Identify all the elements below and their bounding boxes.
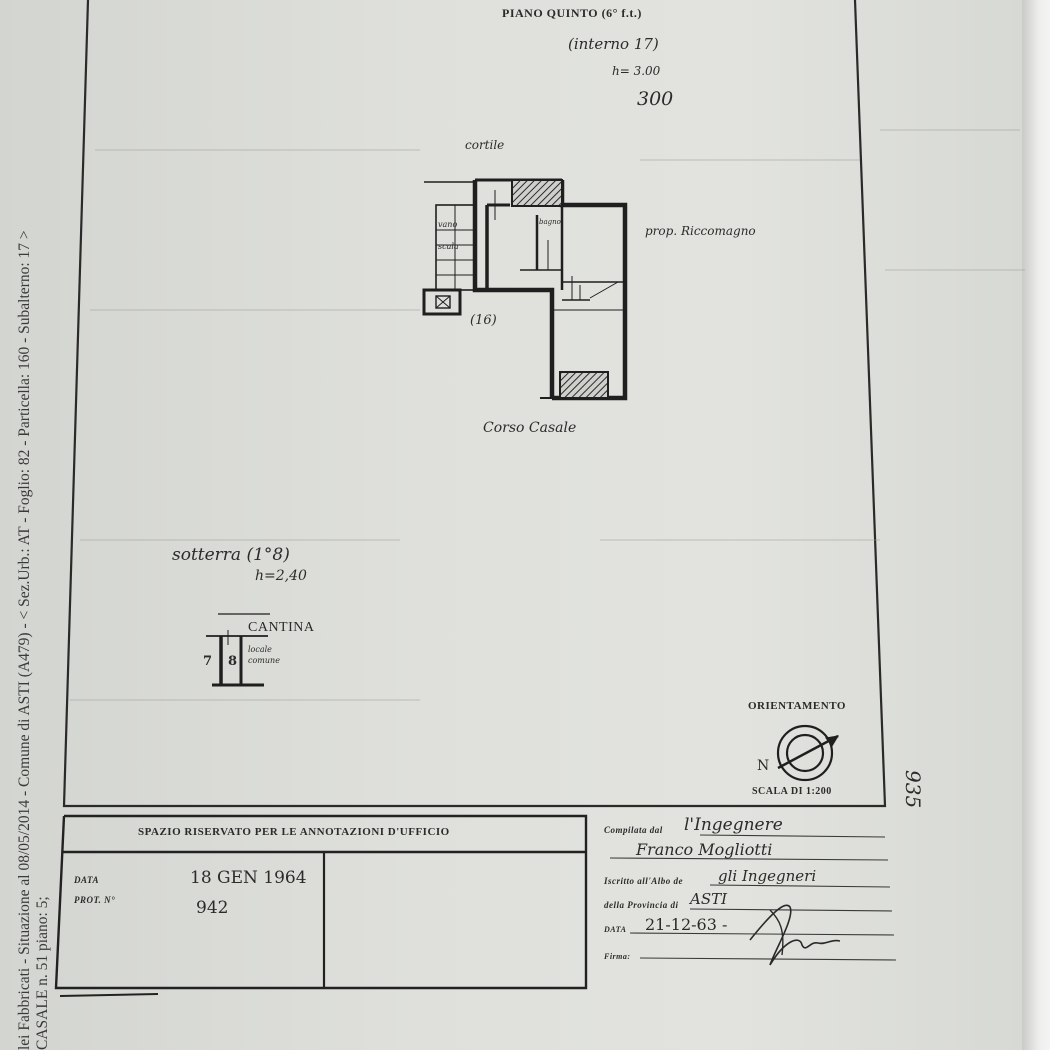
cellar-plan — [206, 613, 270, 687]
basement-height: h=2,40 — [255, 568, 307, 584]
cellar-label: CANTINA — [248, 620, 315, 635]
height-value: 300 — [637, 88, 674, 110]
margin-number: 935 — [901, 770, 925, 809]
office-date-label: DATA — [74, 875, 100, 885]
office-annotation-table — [54, 814, 588, 997]
neighbor-label: prop. Riccomagno — [645, 224, 756, 238]
compiled-value: l'Ingegnere — [684, 815, 783, 835]
hatched-wall-bottom — [559, 371, 609, 399]
bathroom-label: bagno — [539, 218, 561, 226]
compass-icon — [776, 724, 839, 782]
province-label: della Provincia di — [604, 900, 679, 910]
signature — [749, 904, 841, 966]
office-date-value: 18 GEN 1964 — [190, 868, 307, 888]
province-value: ASTI — [690, 890, 728, 908]
compiler-name: Franco Mogliotti — [636, 840, 773, 859]
unit-number: (16) — [470, 313, 497, 328]
office-header: SPAZIO RISERVATO PER LE ANNOTAZIONI D'UF… — [138, 826, 450, 838]
scale-label: SCALA DI 1:200 — [752, 786, 832, 797]
compiler-date-label: DATA — [604, 925, 627, 934]
compiled-label: Compilata dal — [604, 825, 663, 835]
hatched-wall-top — [511, 179, 563, 207]
registered-value: gli Ingegneri — [718, 867, 817, 885]
paper-edge — [1022, 0, 1050, 1050]
registered-label: Iscritto all'Albo de — [604, 876, 684, 886]
apartment-plan — [422, 178, 628, 401]
office-prot-value: 942 — [196, 898, 229, 918]
cellar-number-8: 8 — [228, 654, 238, 669]
cellar-number-7: 7 — [203, 654, 213, 669]
ghost-lines — [70, 129, 1025, 701]
compiler-date-value: 21-12-63 - — [645, 915, 728, 934]
drawing-frame — [62, 0, 887, 808]
stair-label: vano scala — [438, 220, 459, 251]
height-label: h= 3.00 — [612, 64, 661, 78]
cellar-note: locale comune — [248, 645, 280, 665]
north-label: N — [757, 758, 770, 774]
signature-label: Firma: — [604, 952, 631, 961]
courtyard-label: cortile — [465, 138, 505, 152]
orientation-title: ORIENTAMENTO — [748, 700, 846, 712]
street-label: Corso Casale — [483, 420, 577, 436]
basement-title: sotterra (1°8) — [172, 545, 290, 565]
interno-label: (interno 17) — [568, 35, 659, 53]
office-prot-label: PROT. N° — [74, 895, 116, 905]
floor-title: PIANO QUINTO (6° f.t.) — [502, 6, 642, 20]
